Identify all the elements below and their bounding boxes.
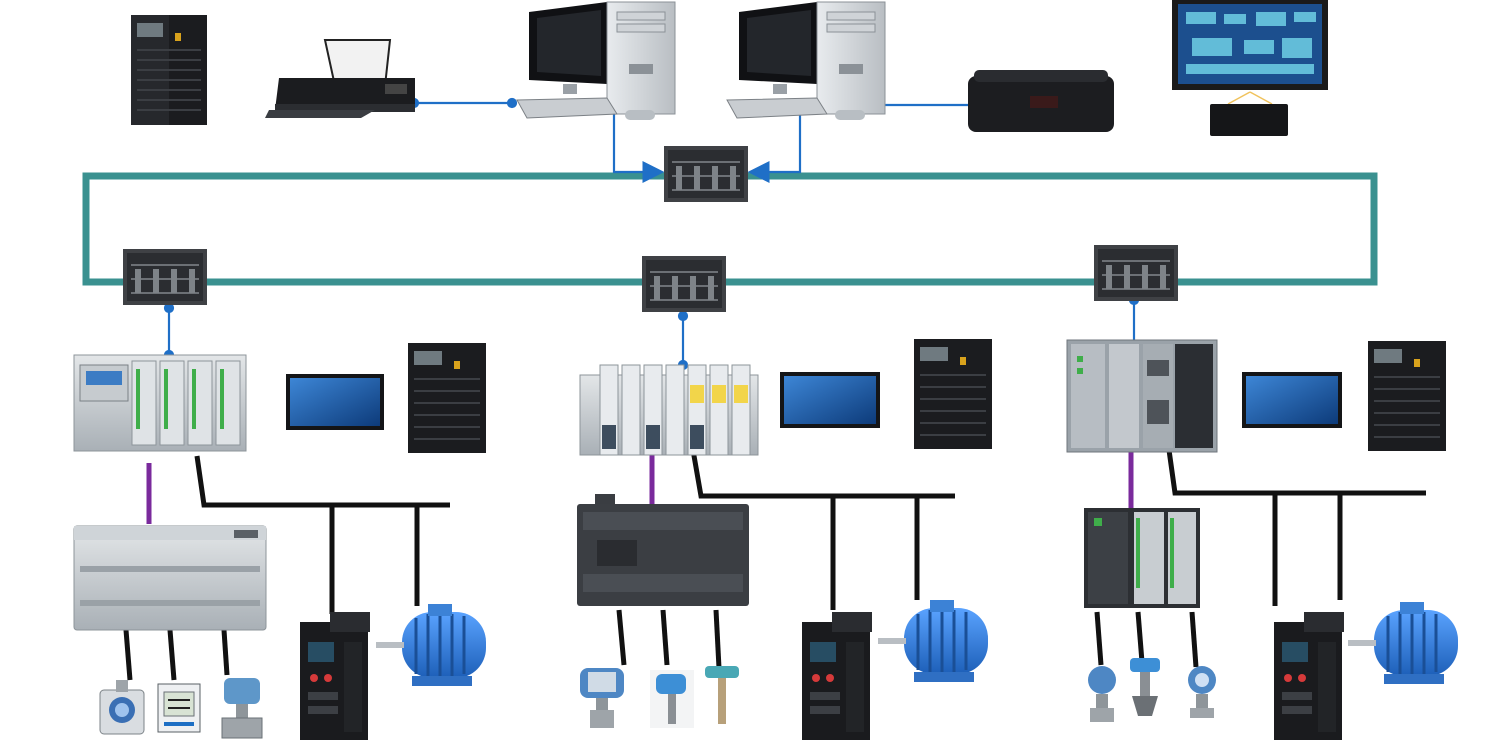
ups-cabinet-icon xyxy=(408,343,486,453)
compact-plc-icon xyxy=(73,525,267,631)
ring-switch-icon xyxy=(1094,245,1178,301)
server-ups-icon xyxy=(131,15,207,125)
ring-switch-icon xyxy=(123,249,207,305)
temperature-probe-icon xyxy=(705,666,739,724)
hmi-panel-icon xyxy=(286,374,384,430)
ups-cabinet-icon xyxy=(1368,341,1446,451)
plc-rack-icon xyxy=(579,364,759,456)
ring-switch-icon xyxy=(642,256,726,312)
frequency-inverter-icon xyxy=(802,612,872,740)
workstation-pc-icon xyxy=(726,1,886,120)
frequency-inverter-icon xyxy=(1274,612,1344,740)
inkjet-printer-icon xyxy=(265,39,415,118)
pressure-transmitter-icon xyxy=(1188,666,1216,718)
plc-rack-icon xyxy=(1066,339,1218,453)
core-switch-icon xyxy=(664,146,748,202)
digital-meter-icon xyxy=(157,683,201,733)
pressure-transmitter-icon xyxy=(580,668,624,728)
pressure-transmitter-icon xyxy=(1088,666,1116,722)
profibus-links xyxy=(146,452,1134,524)
pressure-transmitter-icon xyxy=(221,678,263,739)
gas-detector-icon xyxy=(99,680,145,735)
compact-plc-icon xyxy=(1084,508,1200,608)
plc-rack-icon xyxy=(73,354,247,452)
electric-motor-icon xyxy=(878,600,988,682)
scada-monitor-icon xyxy=(1172,0,1328,136)
compact-plc-icon xyxy=(577,494,749,606)
hmi-panel-icon xyxy=(1242,372,1342,428)
ethernet-links xyxy=(163,97,1140,371)
electric-motor-icon xyxy=(1348,602,1458,684)
hmi-panel-icon xyxy=(780,372,880,428)
workstation-pc-icon xyxy=(516,1,676,120)
radar-level-icon xyxy=(1130,658,1160,716)
ups-cabinet-icon xyxy=(914,339,992,449)
laser-printer-icon xyxy=(968,70,1114,132)
level-sensor-icon xyxy=(650,670,694,728)
field-wires xyxy=(123,449,1426,681)
frequency-inverter-icon xyxy=(300,612,370,740)
electric-motor-icon xyxy=(376,604,486,686)
